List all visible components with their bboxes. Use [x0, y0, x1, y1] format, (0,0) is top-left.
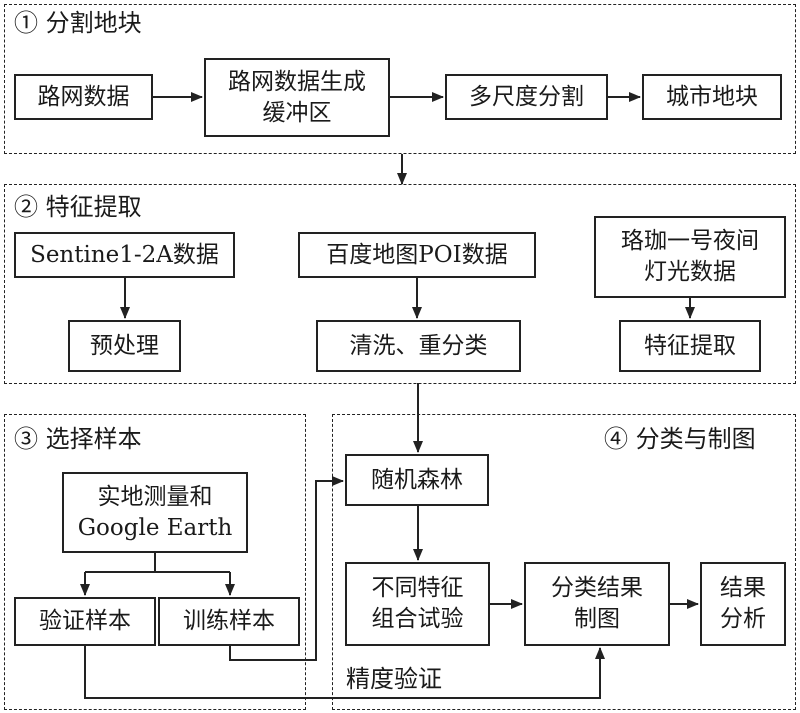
node-validation-sample: 验证样本 — [14, 597, 156, 646]
node-feature-combo-line1: 不同特征 — [371, 575, 464, 601]
accuracy-check-label: 精度验证 — [346, 665, 442, 693]
node-classification-map: 分类结果 制图 — [524, 562, 670, 646]
node-luojia-line2: 灯光数据 — [644, 259, 736, 285]
node-baidu-poi-label: 百度地图POI数据 — [326, 241, 508, 268]
arrow-validation-to-classmap — [84, 646, 605, 699]
node-survey: 实地测量和 Google Earth — [62, 472, 248, 553]
node-luojia: 珞珈一号夜间 灯光数据 — [594, 216, 786, 298]
node-urban-parcel-label: 城市地块 — [666, 83, 758, 110]
node-result-analysis-line2: 分析 — [720, 606, 766, 632]
node-road-data: 路网数据 — [14, 74, 153, 120]
node-result-analysis-line1: 结果 — [720, 575, 766, 601]
node-clean-label: 清洗、重分类 — [349, 332, 488, 359]
node-validation-sample-label: 验证样本 — [39, 608, 131, 634]
node-training-sample: 训练样本 — [158, 597, 300, 646]
node-road-data-label: 路网数据 — [37, 83, 130, 110]
node-survey-line2: Google Earth — [77, 514, 233, 541]
section-2-frame — [4, 184, 796, 384]
node-feature-extract: 特征提取 — [619, 320, 761, 372]
node-feature-combo-line2: 组合试验 — [371, 606, 464, 632]
node-preprocess: 预处理 — [68, 320, 181, 372]
section-2-title: ② 特征提取 — [14, 193, 142, 221]
node-baidu-poi: 百度地图POI数据 — [298, 232, 536, 278]
node-result-analysis: 结果 分析 — [700, 562, 786, 646]
arrow-training-to-randomforest — [229, 476, 344, 661]
section-4-frame — [332, 414, 796, 710]
node-survey-line1: 实地测量和 — [97, 483, 213, 510]
section-3-title: ③ 选择样本 — [14, 425, 142, 453]
node-buffer: 路网数据生成 缓冲区 — [204, 58, 390, 137]
node-random-forest: 随机森林 — [345, 454, 489, 506]
node-buffer-line2: 缓冲区 — [262, 99, 332, 126]
node-multiscale-label: 多尺度分割 — [469, 83, 584, 110]
section-1-title: ① 分割地块 — [14, 9, 142, 37]
node-sentinel: Sentine1-2A数据 — [14, 232, 235, 278]
node-random-forest-label: 随机森林 — [371, 466, 463, 493]
node-luojia-line1: 珞珈一号夜间 — [621, 228, 759, 254]
node-feature-combo: 不同特征 组合试验 — [345, 562, 490, 646]
node-preprocess-label: 预处理 — [90, 332, 159, 359]
node-urban-parcel: 城市地块 — [642, 74, 782, 120]
section-1-frame — [4, 4, 796, 154]
node-multiscale: 多尺度分割 — [445, 74, 608, 120]
node-feature-extract-label: 特征提取 — [644, 332, 736, 359]
node-buffer-line1: 路网数据生成 — [228, 68, 366, 95]
node-classification-map-line1: 分类结果 — [551, 575, 643, 601]
node-sentinel-label: Sentine1-2A数据 — [30, 241, 219, 268]
node-classification-map-line2: 制图 — [574, 606, 620, 632]
section-4-title: ④ 分类与制图 — [604, 425, 756, 453]
node-clean: 清洗、重分类 — [316, 320, 521, 372]
section-3-frame — [4, 414, 306, 710]
node-training-sample-label: 训练样本 — [183, 608, 275, 634]
